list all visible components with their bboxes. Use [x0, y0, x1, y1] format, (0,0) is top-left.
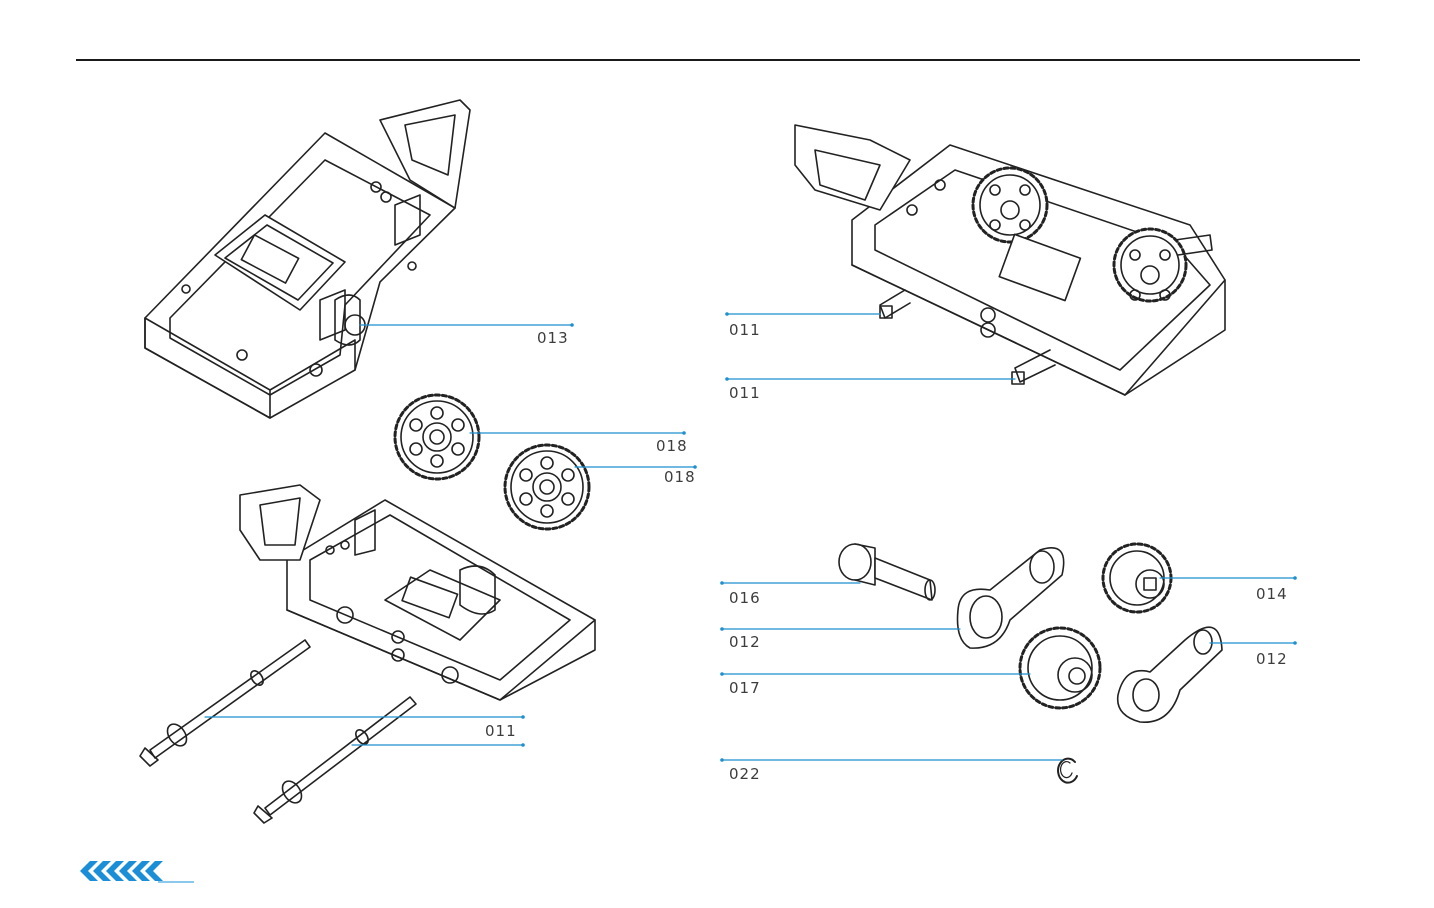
part-017-gear: [1020, 628, 1100, 708]
label-018-b: 018: [664, 470, 696, 485]
part-012-link-b: [1118, 627, 1222, 722]
label-011-bottom-left: 011: [485, 724, 517, 739]
label-018-a: 018: [656, 439, 688, 454]
shaft-011-a: [140, 640, 310, 766]
label-011-top-right-a: 011: [729, 323, 761, 338]
part-016-shaft: [839, 544, 935, 600]
label-013: 013: [537, 331, 569, 346]
gear-018-a: [395, 395, 479, 479]
part-022-clip: [1058, 759, 1077, 783]
label-017: 017: [729, 681, 761, 696]
housing-bottom-left: [240, 485, 595, 700]
label-016: 016: [729, 591, 761, 606]
housing-top-right: [795, 125, 1225, 395]
label-011-top-right-b: 011: [729, 386, 761, 401]
chevrons-logo-icon: [78, 858, 196, 884]
label-014: 014: [1256, 587, 1288, 602]
shaft-011-b: [254, 697, 416, 823]
housing-top-left: [145, 100, 470, 418]
label-012-a: 012: [729, 635, 761, 650]
label-022: 022: [729, 767, 761, 782]
label-012-b: 012: [1256, 652, 1288, 667]
gear-018-b: [505, 445, 589, 529]
